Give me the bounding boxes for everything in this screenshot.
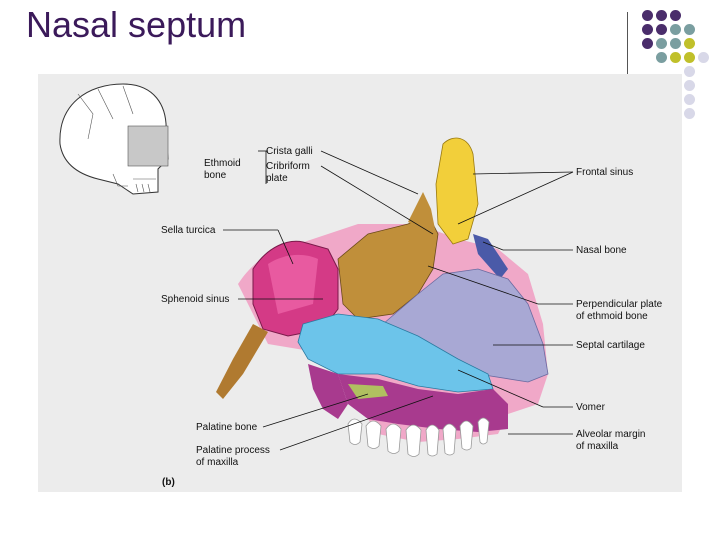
label-sphenoid-sinus: Sphenoid sinus	[161, 294, 229, 305]
label-palatine-bone: Palatine bone	[196, 422, 258, 433]
skull-thumbnail	[59, 83, 169, 195]
frontal-sinus-shape	[435, 137, 479, 245]
slide-title: Nasal septum	[26, 4, 247, 45]
nasal-septum-figure: Crista galli Ethmoid bone Cribriform pla…	[38, 74, 682, 492]
decor-dot	[684, 38, 695, 49]
perpendicular-plate-shape	[337, 213, 439, 320]
label-alveolar-margin-line1: Alveolar margin	[576, 429, 645, 440]
anatomy-illustration: Crista galli Ethmoid bone Cribriform pla…	[59, 83, 663, 488]
vomer-shape	[297, 313, 494, 393]
title-divider	[627, 12, 628, 74]
label-perpendicular-plate-line1: Perpendicular plate	[576, 299, 663, 310]
decor-dot	[684, 66, 695, 77]
decor-dot	[684, 24, 695, 35]
label-palatine-process-line1: Palatine process	[196, 445, 270, 456]
decor-dot	[642, 10, 653, 21]
nasal-bone-shape	[473, 234, 508, 279]
decor-dot	[684, 94, 695, 105]
decor-dot	[656, 24, 667, 35]
label-cribriform-line2: plate	[266, 173, 288, 184]
decor-dot	[684, 52, 695, 63]
leader-lines	[223, 150, 574, 451]
label-perpendicular-plate-line2: of ethmoid bone	[576, 311, 648, 322]
label-septal-cartilage: Septal cartilage	[576, 340, 645, 351]
posterior-maxilla-shape	[308, 364, 348, 419]
decor-dot	[684, 80, 695, 91]
label-sella-turcica: Sella turcica	[161, 225, 216, 236]
label-crista-galli: Crista galli	[266, 146, 313, 157]
decor-dot	[642, 38, 653, 49]
decor-dot	[670, 52, 681, 63]
decor-dot	[656, 10, 667, 21]
label-frontal-sinus: Frontal sinus	[576, 167, 633, 178]
decor-dot	[670, 10, 681, 21]
clivus-shape	[216, 324, 268, 399]
decor-dot	[684, 108, 695, 119]
decor-dot	[670, 38, 681, 49]
teeth	[347, 417, 490, 457]
label-cribriform-line1: Cribriform	[266, 161, 310, 172]
label-ethmoid-bone-line2: bone	[204, 170, 227, 181]
decor-dot	[698, 52, 709, 63]
label-alveolar-margin-line2: of maxilla	[576, 441, 619, 452]
decor-dot	[656, 38, 667, 49]
label-nasal-bone: Nasal bone	[576, 245, 627, 256]
decorative-dot-grid	[640, 10, 720, 120]
label-ethmoid-bone-line1: Ethmoid	[204, 158, 241, 169]
panel-label: (b)	[162, 477, 175, 488]
decor-dot	[656, 52, 667, 63]
label-vomer: Vomer	[576, 402, 606, 413]
palatine-bone-shape	[348, 384, 388, 399]
decor-dot	[642, 24, 653, 35]
decor-dot	[670, 24, 681, 35]
label-palatine-process-line2: of maxilla	[196, 457, 239, 468]
